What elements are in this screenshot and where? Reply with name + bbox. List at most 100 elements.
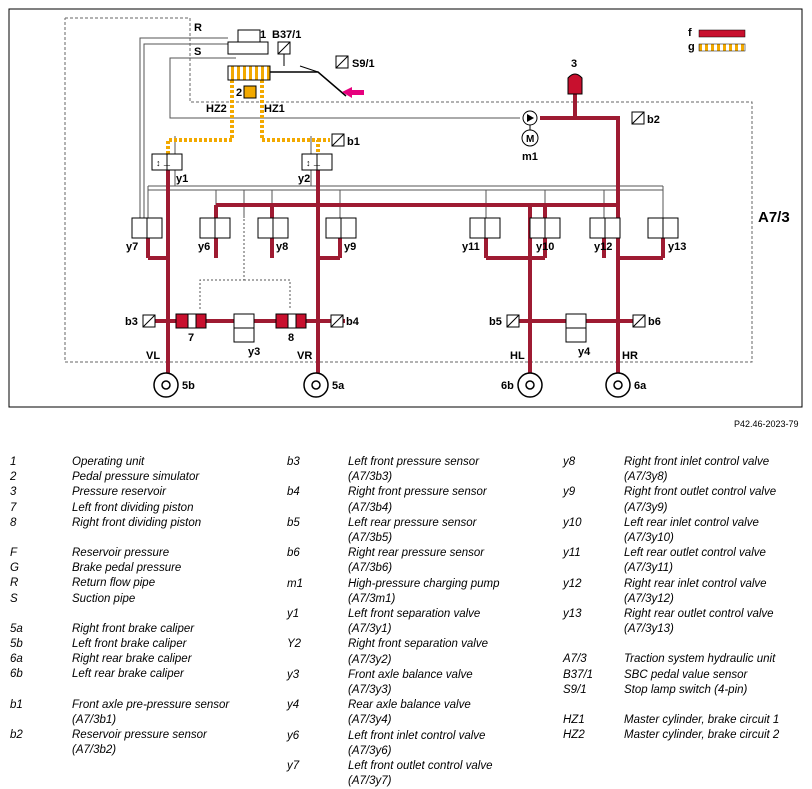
svg-text:M: M <box>526 134 534 145</box>
legend-entry: (A7/3b1) <box>10 713 229 728</box>
legend-description: Master cylinder, brake circuit 1 <box>624 714 780 727</box>
legend-entry <box>563 698 779 713</box>
legend-description: Operating unit <box>72 456 145 468</box>
legend-description: Right rear outlet control valve <box>624 608 774 621</box>
legend-description: (A7/3b5) <box>348 532 393 545</box>
legend-key <box>287 592 348 607</box>
legend-description: Master cylinder, brake circuit 2 <box>624 729 780 742</box>
legend-description: Left rear brake caliper <box>72 668 184 681</box>
label-b37: B37/1 <box>272 29 301 41</box>
legend-key <box>287 744 348 759</box>
valve-y2: ↕ ⊥ <box>301 153 333 171</box>
legend-key <box>563 637 624 652</box>
legend-key <box>563 622 624 637</box>
legend-description: Left rear pressure sensor <box>348 516 477 529</box>
key-f-label: f <box>688 27 692 39</box>
operating-unit <box>227 41 269 55</box>
pedal-pressure-lines <box>166 80 330 160</box>
legend-description: Left front dividing piston <box>72 501 194 514</box>
legend-key: S <box>10 592 18 605</box>
balance-valve-y4 <box>565 313 587 343</box>
legend-description: Left rear outlet control valve <box>624 547 766 560</box>
legend-key: A7/3 <box>563 653 587 666</box>
legend-description: Right front outlet control valve <box>624 486 777 499</box>
legend-description: Suction pipe <box>72 592 136 605</box>
legend-description: (A7/3y2) <box>348 653 392 666</box>
legend-entry <box>10 531 229 546</box>
label-m1: m1 <box>522 151 538 163</box>
legend-key: R <box>10 577 19 590</box>
legend-entry: S Suction pipe <box>10 592 229 607</box>
legend-entry: 5b Left front brake caliper <box>10 637 229 652</box>
legend-entry: (A7/3b3) <box>287 470 500 485</box>
label-b4: b4 <box>346 316 360 328</box>
legend-key: y13 <box>563 608 582 621</box>
legend-description: (A7/3y10) <box>624 532 674 545</box>
legend-description: (A7/3y8) <box>624 471 668 484</box>
legend-key: y4 <box>287 699 300 712</box>
legend-key: 5a <box>10 622 23 635</box>
legend-description: (A7/3y9) <box>624 501 668 514</box>
pressure-reservoir <box>567 73 583 95</box>
label-y4: y4 <box>578 346 591 358</box>
label-b1: b1 <box>347 136 360 148</box>
legend-key: y9 <box>563 486 576 499</box>
legend-key: 8 <box>10 516 17 529</box>
dividing-piston-8 <box>275 313 307 329</box>
label-p7: 7 <box>188 332 194 344</box>
legend-key: b5 <box>287 516 300 529</box>
label-y2: y2 <box>298 173 310 185</box>
label-w5b: 5b <box>182 380 195 392</box>
legend-key <box>287 470 348 485</box>
label-y3: y3 <box>248 346 260 358</box>
diagram-frame <box>8 8 803 408</box>
label-R: R <box>194 22 202 34</box>
legend-description: (A7/3y4) <box>348 714 392 727</box>
legend-entry: (A7/3y13) <box>563 622 779 637</box>
legend-key <box>287 561 348 576</box>
legend-description: Reservoir pressure sensor <box>72 729 207 742</box>
legend-key <box>563 470 624 485</box>
legend-key <box>10 743 72 758</box>
legend-description: (A7/3b1) <box>72 713 117 726</box>
legend-description: Left front inlet control valve <box>348 729 486 742</box>
legend-key: 5b <box>10 638 23 651</box>
legend-key: B37/1 <box>563 668 594 681</box>
label-HR: HR <box>622 350 638 362</box>
svg-text:↕ ⊥: ↕ ⊥ <box>306 158 321 168</box>
legend-description: Left front brake caliper <box>72 638 187 651</box>
legend-description: (A7/3b3) <box>348 471 393 484</box>
legend-key: 2 <box>10 471 17 484</box>
legend-description: Stop lamp switch (4-pin) <box>624 683 748 696</box>
legend-entry: (A7/3y7) <box>287 774 500 789</box>
legend-description: Left front pressure sensor <box>348 456 480 468</box>
legend-entry: (A7/3y6) <box>287 744 500 759</box>
label-b3: b3 <box>125 316 138 328</box>
key-f-swatch <box>698 29 746 38</box>
legend-entry <box>563 637 779 652</box>
legend-description: Right front pressure sensor <box>348 486 487 499</box>
legend-key: 6a <box>10 653 23 666</box>
legend-description: (A7/3y3) <box>348 684 392 697</box>
legend-description: Right front separation valve <box>348 638 488 651</box>
label-c2: 2 <box>236 87 242 99</box>
legend-description: (A7/3y6) <box>348 744 392 757</box>
unit-outline <box>64 17 753 363</box>
label-y6: y6 <box>198 241 210 253</box>
legend-key <box>563 698 624 713</box>
legend-description: (A7/3y11) <box>624 562 674 575</box>
legend-description: Right front dividing piston <box>72 516 202 529</box>
label-b5: b5 <box>489 316 502 328</box>
